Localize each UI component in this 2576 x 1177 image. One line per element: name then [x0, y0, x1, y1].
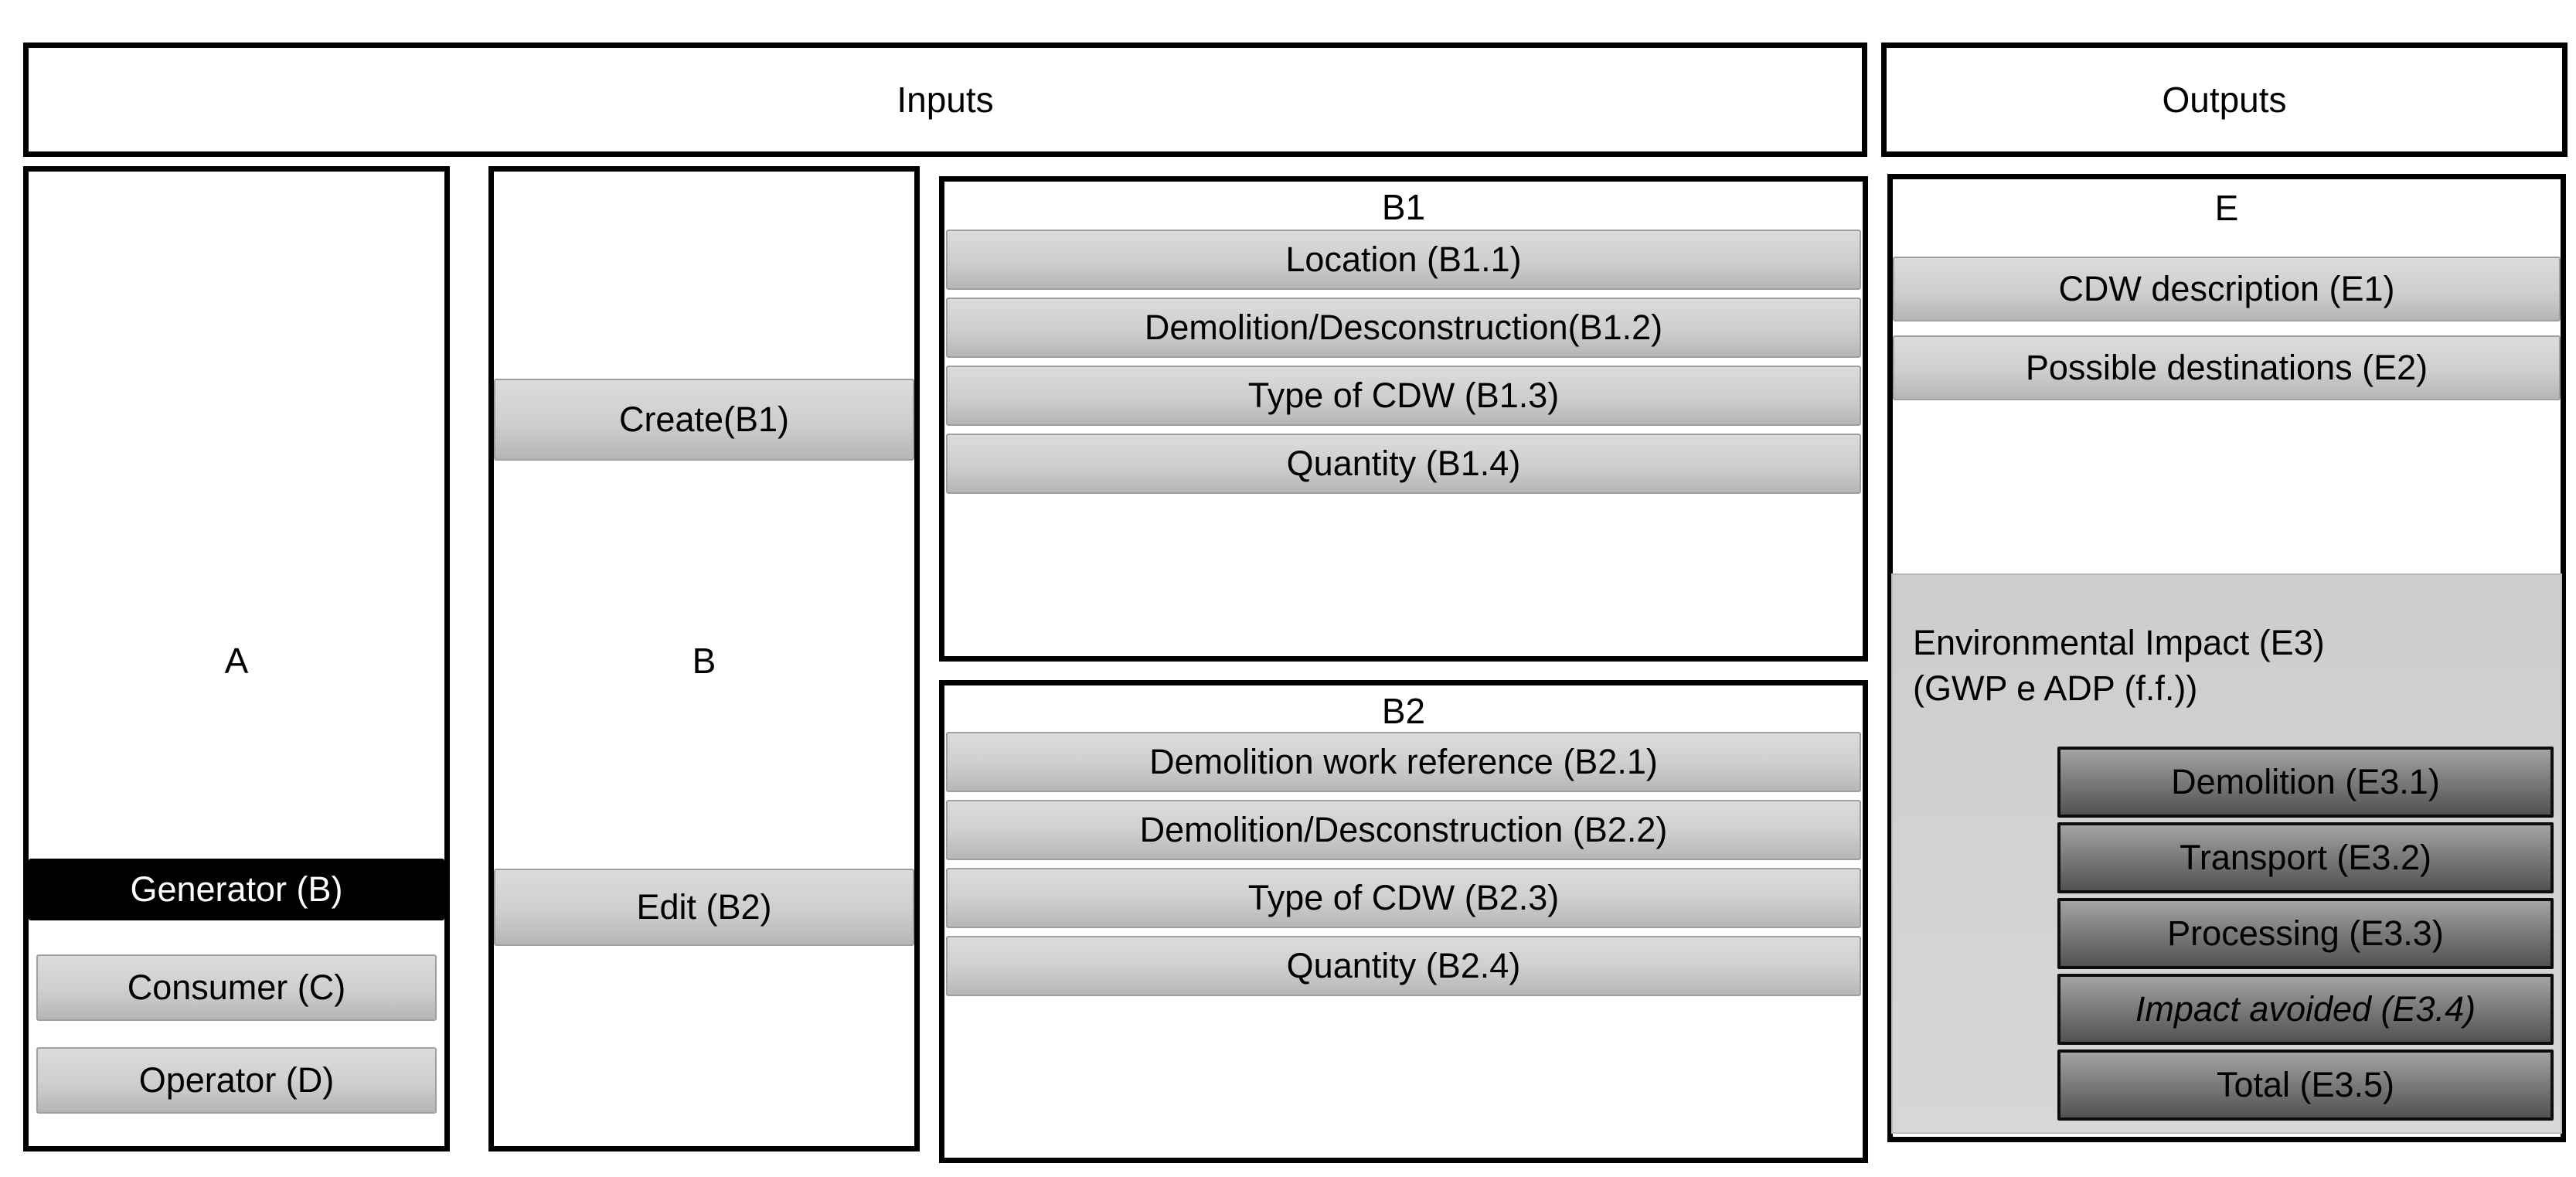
b2-item-demolition: Demolition/Desconstruction (B2.2) [946, 800, 1861, 860]
operator-block: Operator (D) [36, 1047, 437, 1114]
b2-item-quantity: Quantity (B2.4) [946, 936, 1861, 996]
e3-item-transport: Transport (E3.2) [2057, 822, 2554, 893]
e2-possible-destinations-block: Possible destinations (E2) [1893, 335, 2561, 400]
panel-b2-title: B2 [1381, 691, 1426, 731]
panel-a: A Generator (B) Consumer (C) Operator (D… [23, 166, 450, 1151]
panel-e-title: E [2214, 188, 2239, 228]
e3-item-demolition: Demolition (E3.1) [2057, 747, 2554, 818]
panel-a-title: A [224, 641, 249, 681]
panel-b1-title: B1 [1381, 187, 1426, 227]
e1-cdw-description-block: CDW description (E1) [1893, 257, 2561, 321]
inputs-header-box: Inputs [23, 43, 1867, 157]
generator-block: Generator (B) [29, 859, 444, 920]
edit-b2-block: Edit (B2) [494, 869, 914, 946]
b2-item-work-reference: Demolition work reference (B2.1) [946, 732, 1861, 792]
panel-b: Create(B1) B Edit (B2) [488, 166, 920, 1151]
panel-b2: B2 Demolition work reference (B2.1) Demo… [939, 680, 1868, 1163]
e3-item-total: Total (E3.5) [2057, 1049, 2554, 1121]
create-b1-block: Create(B1) [494, 379, 914, 461]
e3-item-processing: Processing (E3.3) [2057, 898, 2554, 969]
panel-e: E CDW description (E1) Possible destinat… [1887, 174, 2566, 1142]
b1-item-quantity: Quantity (B1.4) [946, 434, 1861, 494]
e3-title-line1: Environmental Impact (E3) [1913, 623, 2325, 662]
outputs-header-box: Outputs [1881, 43, 2567, 157]
b1-item-location: Location (B1.1) [946, 230, 1861, 290]
inputs-header-label: Inputs [897, 80, 994, 120]
panel-b1: B1 Location (B1.1) Demolition/Desconstru… [939, 176, 1868, 662]
e3-title: Environmental Impact (E3) (GWP e ADP (f.… [1913, 620, 2545, 712]
consumer-block: Consumer (C) [36, 954, 437, 1021]
panel-b-title: B [692, 641, 716, 681]
e3-title-line2: (GWP e ADP (f.f.)) [1913, 668, 2198, 709]
outputs-header-label: Outputs [2162, 80, 2287, 120]
b1-item-demolition: Demolition/Desconstruction(B1.2) [946, 298, 1861, 358]
b2-item-type-of-cdw: Type of CDW (B2.3) [946, 868, 1861, 928]
e3-environmental-impact-box: Environmental Impact (E3) (GWP e ADP (f.… [1891, 573, 2562, 1134]
e3-item-impact-avoided: Impact avoided (E3.4) [2057, 974, 2554, 1045]
b1-item-type-of-cdw: Type of CDW (B1.3) [946, 366, 1861, 426]
